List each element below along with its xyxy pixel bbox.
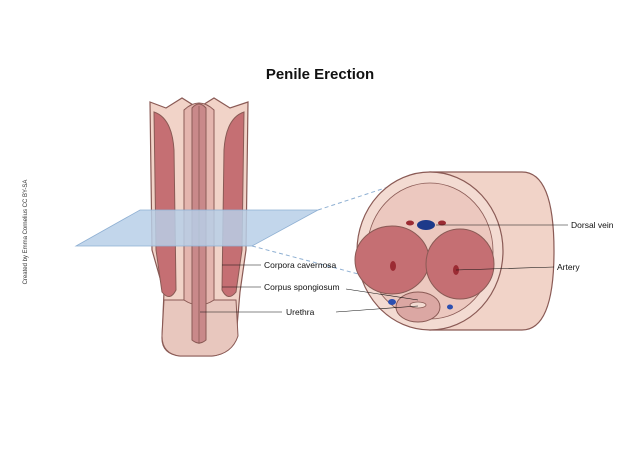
label-urethra: Urethra <box>286 307 315 317</box>
label-corpora-cavernosa: Corpora cavernosa <box>264 260 337 270</box>
label-dorsal-vein: Dorsal vein <box>571 220 614 230</box>
left-vein-dot <box>388 299 396 305</box>
right-cavernosum-section <box>426 229 494 299</box>
label-artery: Artery <box>557 262 580 272</box>
dorsal-vein-shape <box>417 220 435 230</box>
right-vein-dot <box>447 305 453 310</box>
cross-section-plane <box>76 210 318 246</box>
left-cavernosum-section <box>355 226 429 294</box>
label-corpus-spongiosum: Corpus spongiosum <box>264 282 340 292</box>
cross-section <box>355 172 554 330</box>
left-central-artery <box>390 261 396 271</box>
urethra-section <box>410 302 426 308</box>
dorsal-artery-left <box>406 221 414 226</box>
